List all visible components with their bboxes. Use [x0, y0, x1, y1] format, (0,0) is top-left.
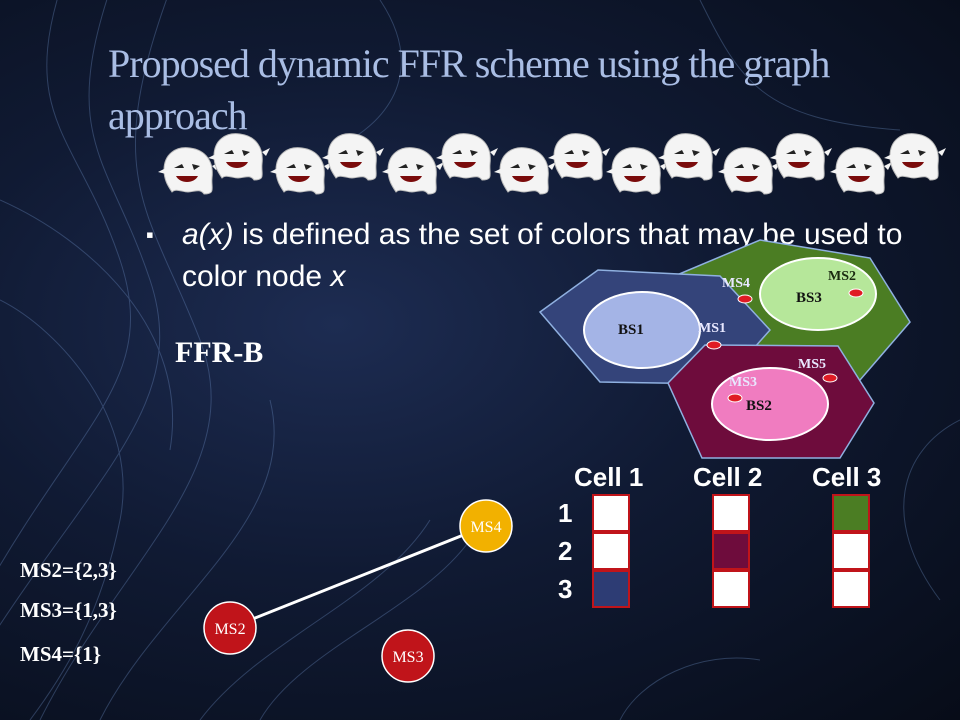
label-ms3: MS3	[729, 375, 757, 390]
label-ms4: MS4	[722, 276, 750, 291]
node-ms3-label: MS3	[392, 649, 423, 666]
row-number-2: 2	[558, 536, 573, 566]
cell-1-color-3	[592, 570, 630, 608]
color-set-ms2: MS2={2,3}	[20, 558, 117, 582]
ghost-icon	[829, 147, 893, 195]
cell-3-color-1	[832, 494, 870, 532]
cell-1-color-2	[592, 532, 630, 570]
scheme-label: FFR-B	[175, 336, 264, 369]
cell-3-color-2	[832, 532, 870, 570]
ghost-icon	[381, 147, 445, 195]
label-ms2: MS2	[828, 269, 856, 284]
row-number-1: 1	[558, 498, 573, 528]
cell-3-header: Cell 3	[812, 462, 882, 492]
label-bs1: BS1	[618, 322, 644, 338]
ghost-icon-row	[157, 133, 947, 195]
label-bs2: BS2	[746, 398, 772, 414]
cell-3-color-3	[832, 570, 870, 608]
node-ms4-label: MS4	[470, 519, 501, 536]
bullet-square-icon: ▪	[146, 222, 154, 247]
cell-core-bs2	[711, 367, 829, 441]
ms-dot-ms5	[822, 373, 838, 383]
cell-2-color-2	[712, 532, 750, 570]
edge-ms2-ms4	[229, 524, 487, 630]
ghost-icon	[657, 133, 721, 181]
bullet-function: a(x)	[182, 218, 234, 251]
label-ms5: MS5	[798, 357, 826, 372]
cell-core-bs1	[583, 291, 701, 369]
ghost-icon	[605, 147, 669, 195]
ms-dot-ms3	[727, 393, 743, 403]
node-ms2-label: MS2	[214, 621, 245, 638]
cell-2-header: Cell 2	[693, 462, 763, 492]
node-ms4	[459, 499, 513, 553]
ghost-icon	[435, 133, 499, 181]
ghost-icon	[883, 133, 947, 181]
label-ms1: MS1	[698, 321, 726, 336]
bullet-variable: x	[330, 260, 346, 293]
ms-dot-ms4	[737, 294, 753, 304]
cell-core-bs3	[759, 257, 877, 331]
color-set-ms4: MS4={1}	[20, 642, 102, 666]
color-set-ms3: MS3={1,3}	[20, 598, 117, 622]
ghost-icon	[717, 147, 781, 195]
label-bs3: BS3	[796, 290, 822, 306]
slide-title: Proposed dynamic FFR scheme using the gr…	[108, 41, 830, 138]
node-ms2	[203, 601, 257, 655]
cell-2-color-1	[712, 494, 750, 532]
row-number-3: 3	[558, 574, 573, 604]
ghost-icon	[547, 133, 611, 181]
ghost-icon	[157, 147, 221, 195]
ghost-icon	[321, 133, 385, 181]
hexagon-cell-diagram: BS1 BS3 BS2 MS1 MS4 MS2 MS5 MS3	[538, 239, 911, 459]
ghost-icon	[269, 147, 333, 195]
ghost-icon	[493, 147, 557, 195]
ms-dot-ms2	[848, 288, 864, 298]
ms-dot-ms1	[706, 340, 722, 350]
cell-1-color-1	[592, 494, 630, 532]
ghost-icon	[769, 133, 833, 181]
cell-1-header: Cell 1	[574, 462, 644, 492]
interference-graph: MS4 MS2 MS3	[203, 499, 513, 683]
cell-2-color-3	[712, 570, 750, 608]
ghost-icon	[207, 133, 271, 181]
node-ms3	[381, 629, 435, 683]
